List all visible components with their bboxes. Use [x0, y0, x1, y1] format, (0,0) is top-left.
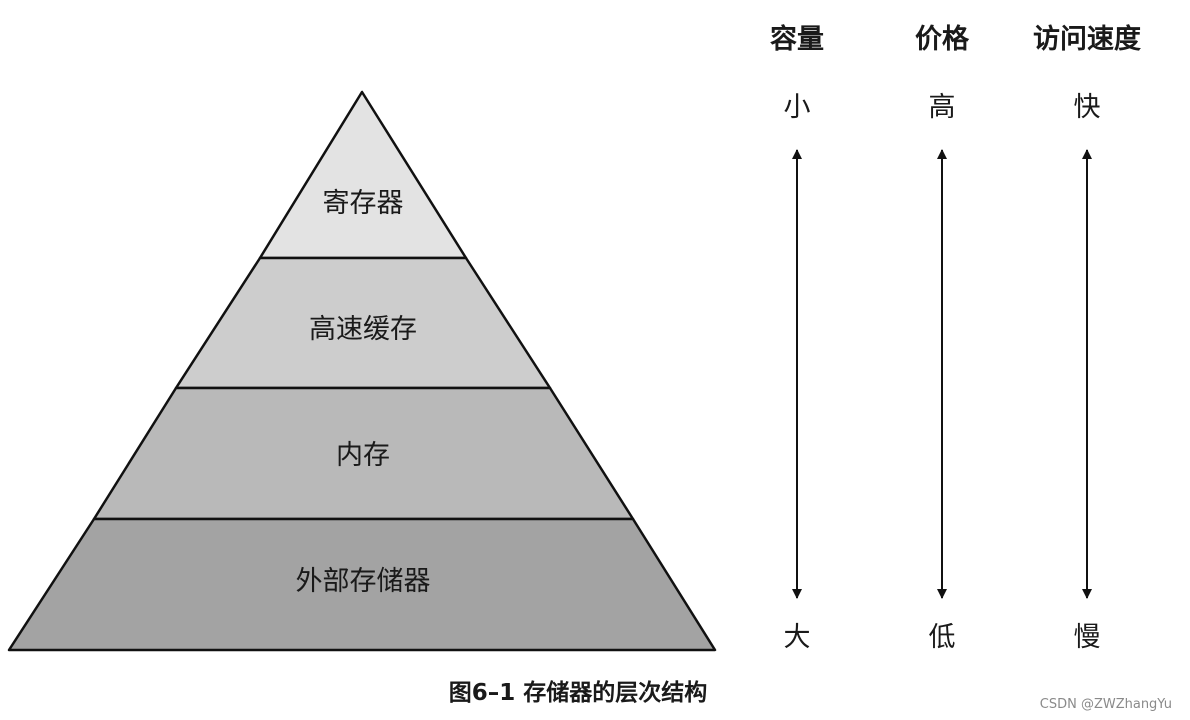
pyramid-layer-registers [258, 90, 468, 260]
scale-header-price: 价格 [915, 24, 970, 55]
pyramid-layer-external-storage [7, 517, 717, 652]
layer-label-external-storage: 外部存储器 [296, 566, 431, 597]
layer-label-registers: 寄存器 [323, 188, 404, 219]
watermark: CSDN @ZWZhangYu [1039, 697, 1172, 712]
scale-header-access-speed: 访问速度 [1033, 23, 1141, 55]
layer-label-main-memory: 内存 [336, 440, 390, 471]
scale-price: 价格 高 低 [915, 24, 970, 653]
scale-top-access-speed: 快 [1074, 92, 1101, 123]
scale-top-price: 高 [929, 92, 956, 123]
scale-bottom-access-speed: 慢 [1074, 622, 1101, 653]
scale-access-speed: 访问速度 快 慢 [1033, 23, 1141, 653]
scale-header-capacity: 容量 [770, 23, 824, 55]
pyramid: 寄存器 高速缓存 内存 外部存储器 [7, 90, 717, 652]
scale-top-capacity: 小 [784, 92, 811, 123]
layer-label-cache: 高速缓存 [309, 314, 417, 345]
scale-capacity: 容量 小 大 [770, 23, 824, 653]
scale-bottom-capacity: 大 [784, 622, 811, 653]
figure-caption: 图6–1 存储器的层次结构 [449, 679, 708, 706]
scale-bottom-price: 低 [929, 622, 956, 653]
